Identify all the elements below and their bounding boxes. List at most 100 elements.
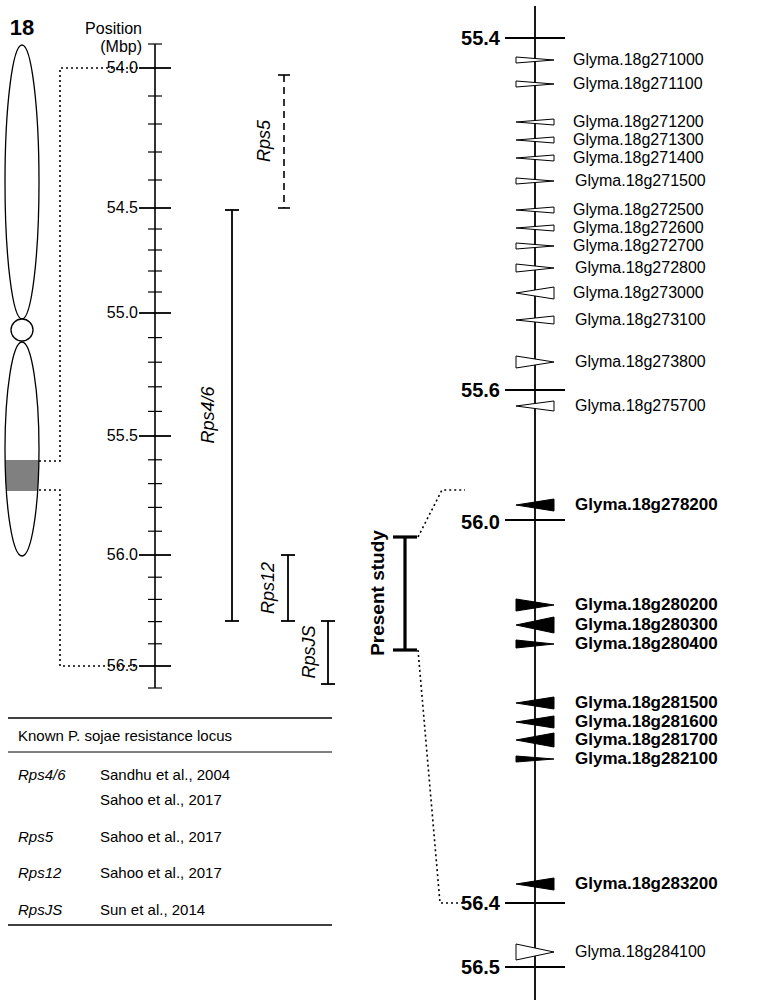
minor-tick: [148, 459, 162, 460]
table-cell: Sun et al., 2014: [100, 901, 205, 918]
gene-marker: [516, 119, 554, 125]
minor-tick: [148, 151, 162, 152]
major-tick: [139, 435, 171, 437]
gene-name: Glyma.18g272600: [573, 219, 704, 237]
locus-name: Rps5: [254, 120, 275, 162]
axis-title: Position (Mbp): [58, 20, 142, 57]
gene-marker: [516, 944, 554, 960]
table-rule: [8, 717, 332, 718]
minor-tick: [148, 337, 162, 338]
position-axis: [154, 44, 156, 688]
minor-tick: [148, 483, 162, 484]
gene-marker: [516, 716, 554, 728]
gene-marker: [516, 733, 554, 747]
locus-name: Rps4/6: [198, 386, 219, 443]
locus-interval: [278, 75, 290, 208]
gene-marker: [516, 401, 554, 411]
candidate-gene-name: Glyma.18g282100: [575, 749, 718, 769]
axis-value: 56.5: [461, 956, 500, 979]
gene-marker: [516, 287, 554, 299]
minor-tick: [148, 43, 162, 44]
major-tick: [139, 554, 171, 556]
locus-interval: [321, 621, 335, 684]
axis-value: 54.0: [107, 59, 138, 77]
chromosome-number: 18: [10, 15, 34, 40]
gene-marker: [516, 356, 554, 368]
minor-tick: [148, 249, 162, 250]
gene-name: Glyma.18g284100: [575, 943, 706, 961]
major-tick: [139, 207, 171, 209]
minor-tick: [148, 228, 162, 229]
gene-name: Glyma.18g271100: [573, 75, 703, 93]
axis-value: 55.0: [107, 304, 138, 322]
major-tick: [505, 37, 565, 39]
axis-value: 54.5: [107, 199, 138, 217]
gene-name: Glyma.18g271500: [575, 172, 706, 190]
locus-name: Rps12: [258, 562, 279, 614]
locus-interval: [281, 555, 295, 621]
gene-name: Glyma.18g273000: [573, 284, 704, 302]
candidate-gene-name: Glyma.18g281700: [575, 730, 718, 750]
gene-name: Glyma.18g271200: [573, 113, 704, 131]
gene-marker: [516, 878, 554, 890]
gene-marker: [516, 207, 554, 213]
major-tick: [139, 67, 171, 69]
minor-tick: [148, 687, 162, 688]
gene-marker: [516, 499, 554, 511]
table-cell: Rps4/6: [18, 766, 66, 783]
gene-marker: [516, 137, 554, 143]
locus-interval: [393, 537, 417, 650]
zoom-line: [39, 68, 138, 461]
minor-tick: [148, 507, 162, 508]
gene-marker: [516, 316, 554, 324]
gene-marker: [516, 178, 554, 184]
gene-marker: [516, 81, 554, 87]
table-cell: Rps5: [18, 828, 53, 845]
table-rule: [8, 924, 332, 925]
gene-name: Glyma.18g273100: [575, 311, 706, 329]
axis-value: 56.5: [107, 657, 138, 675]
gene-marker: [516, 225, 554, 231]
table-cell: Rps12: [18, 864, 61, 881]
axis-value: 56.0: [107, 546, 138, 564]
gene-name: Glyma.18g273800: [575, 353, 706, 371]
gene-marker: [516, 640, 554, 648]
locus-name: RpsJS: [299, 625, 320, 678]
major-tick: [505, 389, 565, 391]
candidate-gene-name: Glyma.18g283200: [575, 874, 718, 894]
table-cell: RpsJS: [18, 901, 62, 918]
zoom-line: [418, 650, 465, 903]
table-cell: Sahoo et al., 2017: [100, 828, 222, 845]
axis-value: 55.5: [107, 427, 138, 445]
gene-marker: [516, 155, 554, 161]
minor-tick: [148, 123, 162, 124]
candidate-gene-name: Glyma.18g280200: [575, 595, 718, 615]
candidate-gene-name: Glyma.18g278200: [575, 495, 718, 515]
interval-label: Present study: [367, 530, 389, 656]
major-tick: [139, 312, 171, 314]
minor-tick: [148, 577, 162, 578]
gene-marker: [516, 57, 554, 63]
major-tick: [505, 519, 565, 521]
major-tick: [139, 665, 171, 667]
gene-name: Glyma.18g271000: [573, 51, 704, 69]
minor-tick: [148, 386, 162, 387]
gene-marker: [516, 243, 554, 249]
gene-name: Glyma.18g275700: [575, 397, 706, 415]
axis-value: 55.4: [461, 27, 500, 50]
zoom-line: [39, 490, 138, 666]
axis-value: 56.0: [461, 511, 500, 534]
axis-value: 56.4: [461, 892, 500, 915]
candidate-gene-name: Glyma.18g281500: [575, 693, 718, 713]
major-tick: [505, 966, 565, 968]
gene-name: Glyma.18g272800: [575, 259, 706, 277]
table-cell: Sahoo et al., 2017: [100, 864, 222, 881]
table-rule: [8, 752, 332, 753]
minor-tick: [148, 531, 162, 532]
locus-interval: [225, 210, 239, 621]
candidate-gene-name: Glyma.18g281600: [575, 712, 718, 732]
gene-marker: [516, 756, 554, 762]
gene-marker: [516, 617, 554, 633]
minor-tick: [148, 621, 162, 622]
chromosome-ideogram: [4, 45, 40, 556]
